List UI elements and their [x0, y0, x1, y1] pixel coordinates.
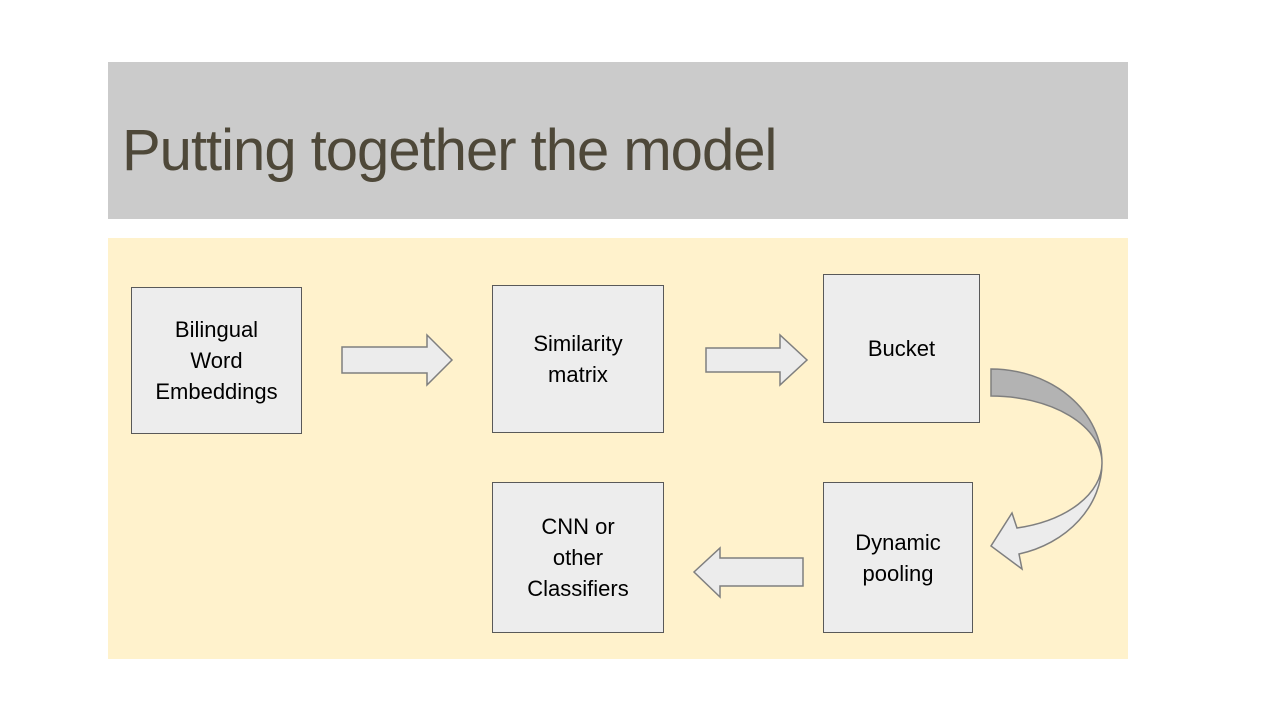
box-cnn-or-other-classifiers: CNN or other Classifiers — [492, 482, 664, 633]
box-bucket: Bucket — [823, 274, 980, 423]
title-bar: Putting together the model — [108, 62, 1128, 219]
box-bilingual-word-embeddings: Bilingual Word Embeddings — [131, 287, 302, 434]
box-dynamic-pooling: Dynamic pooling — [823, 482, 973, 633]
slide-title: Putting together the model — [122, 118, 777, 183]
box-similarity-matrix: Similarity matrix — [492, 285, 664, 433]
diagram-panel: Bilingual Word Embeddings Similarity mat… — [108, 238, 1128, 659]
